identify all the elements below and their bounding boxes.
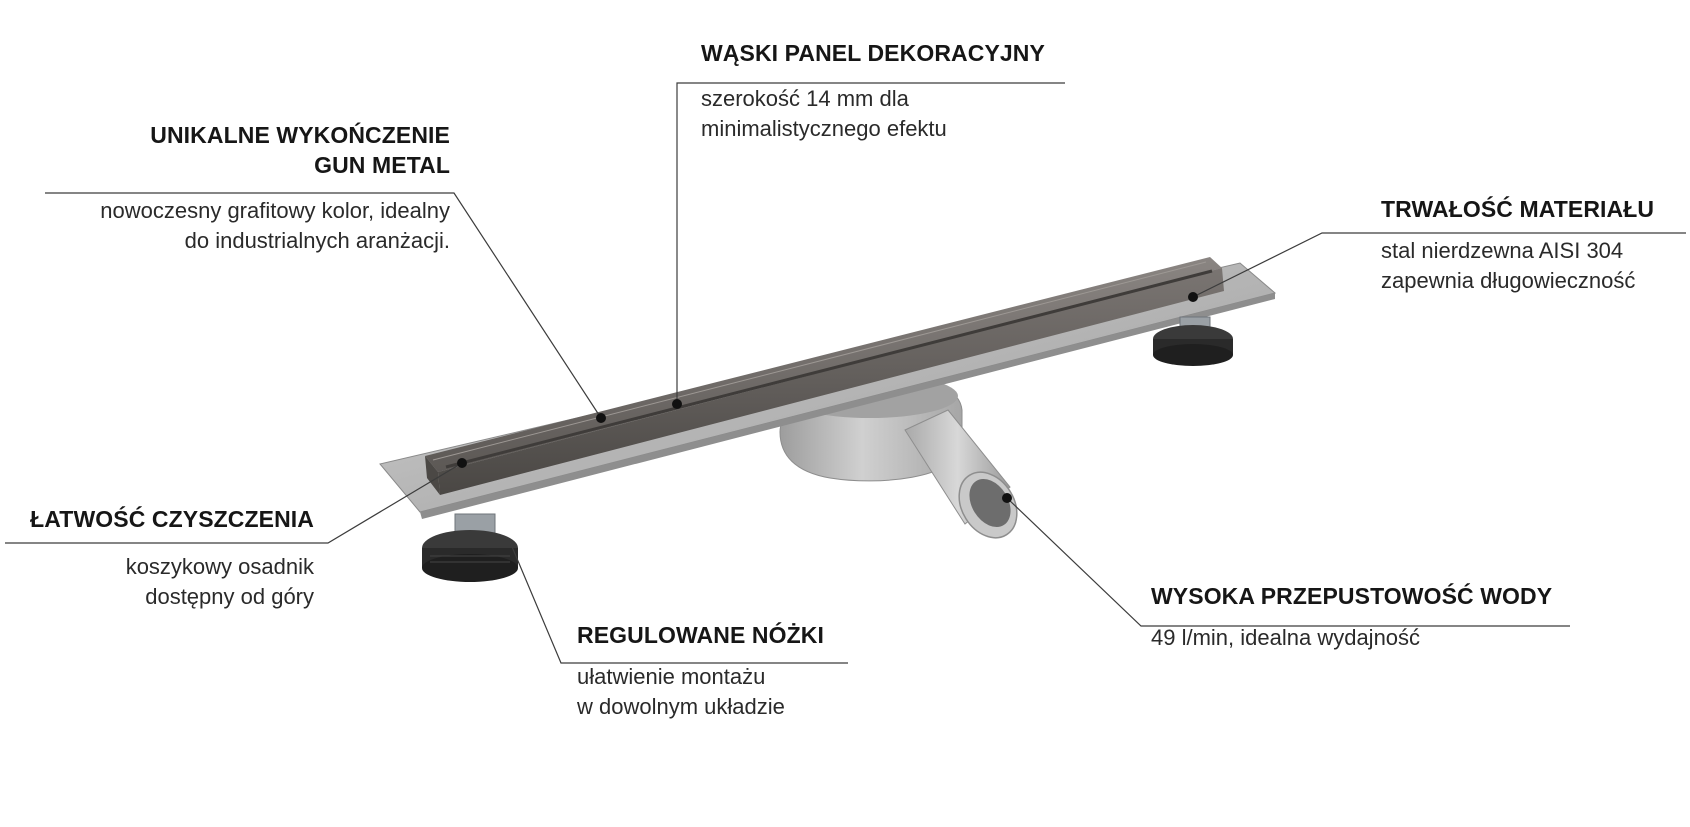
callout-desc-line: dostępny od góry xyxy=(145,584,314,609)
callout-desc-line: 49 l/min, idealna wydajność xyxy=(1151,625,1421,650)
callout-title: WĄSKI PANEL DEKORACYJNY xyxy=(701,40,1045,66)
callout-title: GUN METAL xyxy=(314,152,450,178)
leader-narrow-panel xyxy=(676,82,1065,404)
gun-metal-channel xyxy=(425,257,1224,495)
outlet-pipe xyxy=(904,409,1018,539)
leader-lines xyxy=(5,82,1686,664)
callout-desc-line: minimalistycznego efektu xyxy=(701,116,947,141)
leader-flow xyxy=(1006,497,1570,627)
callout-desc-line: nowoczesny grafitowy kolor, idealny xyxy=(100,198,450,223)
callout-title: WYSOKA PRZEPUSTOWOŚĆ WODY xyxy=(1151,583,1553,609)
callout-title: TRWAŁOŚĆ MATERIAŁU xyxy=(1381,196,1655,222)
adjustable-foot-right xyxy=(1153,316,1233,366)
dot-cleaning xyxy=(457,458,467,468)
callout-title: ŁATWOŚĆ CZYSZCZENIA xyxy=(30,506,314,532)
callout-desc-line: zapewnia długowieczność xyxy=(1381,268,1636,293)
dot-flow xyxy=(1002,493,1012,503)
callout-gun-metal: UNIKALNE WYKOŃCZENIE GUN METAL nowoczesn… xyxy=(100,120,450,256)
callout-desc-line: do industrialnych aranżacji. xyxy=(184,228,450,253)
adjustable-foot-left xyxy=(422,513,518,582)
leader-durability xyxy=(1192,232,1686,298)
callout-title: REGULOWANE NÓŻKI xyxy=(577,622,824,648)
callout-desc-line: ułatwienie montażu xyxy=(577,664,766,689)
callout-cleaning-desc: koszykowy osadnik dostępny od góry xyxy=(126,552,314,612)
dot-narrow-panel xyxy=(672,399,682,409)
leader-gun-metal xyxy=(45,192,602,419)
callout-flow: WYSOKA PRZEPUSTOWOŚĆ WODY 49 l/min, idea… xyxy=(1151,581,1552,653)
callout-narrow-panel: WĄSKI PANEL DEKORACYJNY szerokość 14 mm … xyxy=(701,38,1045,144)
callout-desc-line: szerokość 14 mm dla xyxy=(701,86,909,111)
callout-durability: TRWAŁOŚĆ MATERIAŁU stal nierdzewna AISI … xyxy=(1381,194,1654,296)
callout-feet: REGULOWANE NÓŻKI ułatwienie montażu w do… xyxy=(577,620,824,722)
callout-desc-line: w dowolnym układzie xyxy=(577,694,785,719)
callout-title: UNIKALNE WYKOŃCZENIE xyxy=(150,122,450,148)
dot-durability xyxy=(1188,292,1198,302)
callout-cleaning: ŁATWOŚĆ CZYSZCZENIA xyxy=(30,504,314,534)
dot-gun-metal xyxy=(596,413,606,423)
callout-dots xyxy=(457,292,1198,503)
callout-desc-line: stal nierdzewna AISI 304 xyxy=(1381,238,1624,263)
callout-desc-line: koszykowy osadnik xyxy=(125,554,314,579)
leader-cleaning xyxy=(5,462,463,544)
leader-feet xyxy=(509,541,848,664)
